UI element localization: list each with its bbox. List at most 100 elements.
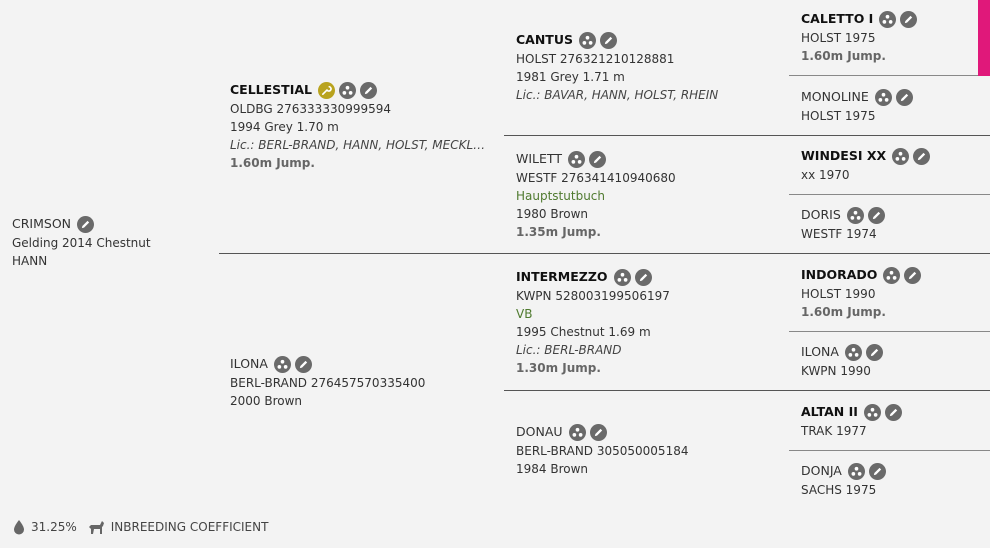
pedigree-tree-icon[interactable]: [273, 355, 291, 373]
edit-icon[interactable]: [600, 31, 617, 49]
pedigree-tree-icon[interactable]: [874, 88, 892, 106]
wrench-icon[interactable]: [318, 81, 336, 99]
dam-info: 2000 Brown: [230, 394, 303, 408]
edit-icon[interactable]: [294, 355, 312, 373]
dam-registration: BERL-BRAND 276457570335400: [230, 376, 426, 390]
divider-gp-3: [504, 390, 789, 391]
pedigree-tree-icon[interactable]: [579, 31, 596, 49]
edit-icon[interactable]: [913, 147, 931, 165]
gp-jump: 1.30m Jump.: [516, 361, 601, 375]
horse-icon: [88, 521, 104, 534]
pedigree-tree-icon[interactable]: [892, 147, 910, 165]
ggp-name[interactable]: DONJA: [801, 463, 842, 478]
sire-card: CELLESTIAL OLDBG 276333330999594 1994 Gr…: [230, 80, 488, 172]
divider-sire-dam: [219, 253, 504, 254]
inbreeding-percent: 31.25%: [31, 520, 77, 534]
edit-icon[interactable]: [865, 343, 883, 361]
gp-info: 1995 Chestnut 1.69 m: [516, 325, 651, 339]
divider-ggp-2: [789, 135, 990, 136]
sire-name[interactable]: CELLESTIAL: [230, 82, 313, 97]
edit-icon[interactable]: [360, 81, 378, 99]
gp-name[interactable]: INTERMEZZO: [516, 269, 608, 284]
gp-name[interactable]: DONAU: [516, 424, 563, 439]
divider-ggp-3: [789, 194, 990, 195]
pedigree-tree-icon[interactable]: [863, 403, 881, 421]
subject-horse: CRIMSON Gelding 2014 Chestnut HANN: [12, 214, 151, 270]
gp-card-wilett: WILETT WESTF 276341410940680 Hauptstutbu…: [516, 149, 676, 241]
gp-registration: BERL-BRAND 305050005184: [516, 444, 689, 458]
ggp-card-indorado: INDORADO HOLST 1990 1.60m Jump.: [801, 265, 922, 321]
ggp-card-caletto: CALETTO I HOLST 1975 1.60m Jump.: [801, 9, 918, 65]
inbreeding-label: INBREEDING COEFFICIENT: [110, 520, 269, 534]
ggp-card-monoline: MONOLINE HOLST 1975: [801, 87, 913, 125]
edit-icon[interactable]: [77, 215, 95, 233]
ggp-name[interactable]: ILONA: [801, 344, 839, 359]
edit-icon[interactable]: [884, 403, 902, 421]
horse-info: Gelding 2014 Chestnut: [12, 236, 151, 250]
ggp-card-donja: DONJA SACHS 1975: [801, 461, 886, 499]
edit-icon[interactable]: [904, 266, 922, 284]
edit-icon[interactable]: [900, 10, 918, 28]
ggp-info: HOLST 1990: [801, 287, 876, 301]
ggp-name[interactable]: WINDESI XX: [801, 148, 887, 163]
gp-name[interactable]: WILETT: [516, 151, 562, 166]
gp-card-donau: DONAU BERL-BRAND 305050005184 1984 Brown: [516, 422, 688, 478]
sire-info: 1994 Grey 1.70 m: [230, 120, 339, 134]
sire-licenses: Lic.: BERL-BRAND, HANN, HOLST, MECKL, OL…: [230, 138, 488, 152]
divider-gp-2: [504, 253, 789, 254]
pedigree-tree-icon[interactable]: [568, 423, 586, 441]
ggp-info: HOLST 1975: [801, 31, 876, 45]
gp-registration: KWPN 528003199506197: [516, 289, 670, 303]
pedigree-tree-icon[interactable]: [846, 206, 864, 224]
divider-ggp-6: [789, 390, 990, 391]
pedigree-tree-icon[interactable]: [567, 150, 585, 168]
pedigree-tree-icon[interactable]: [883, 266, 901, 284]
ggp-name[interactable]: DORIS: [801, 207, 841, 222]
inbreeding-footer: 31.25% INBREEDING COEFFICIENT: [12, 519, 268, 535]
divider-gp-1: [504, 135, 789, 136]
sire-jump: 1.60m Jump.: [230, 156, 315, 170]
drop-icon: [14, 520, 24, 535]
ggp-info: WESTF 1974: [801, 227, 877, 241]
edit-icon[interactable]: [895, 88, 913, 106]
edit-icon[interactable]: [588, 150, 606, 168]
edit-icon[interactable]: [867, 206, 885, 224]
gp-licenses: Lic.: BAVAR, HANN, HOLST, RHEIN: [516, 88, 719, 102]
divider-ggp-7: [789, 450, 990, 451]
edit-icon[interactable]: [634, 268, 652, 286]
gp-registration: HOLST 276321210128881: [516, 52, 675, 66]
sire-registration: OLDBG 276333330999594: [230, 102, 392, 116]
gp-info: 1980 Brown: [516, 207, 589, 221]
ggp-name[interactable]: CALETTO I: [801, 11, 874, 26]
pedigree-tree-icon[interactable]: [847, 462, 865, 480]
pedigree-tree-icon[interactable]: [339, 81, 357, 99]
pedigree-tree-icon[interactable]: [879, 10, 897, 28]
ggp-card-ilona: ILONA KWPN 1990: [801, 342, 883, 380]
gp-name[interactable]: CANTUS: [516, 32, 573, 47]
ggp-card-altan: ALTAN II TRAK 1977: [801, 402, 902, 440]
horse-breed: HANN: [12, 254, 48, 268]
gp-info: 1981 Grey 1.71 m: [516, 70, 625, 84]
gp-info: 1984 Brown: [516, 462, 589, 476]
divider-ggp-4: [789, 253, 990, 254]
ggp-jump: 1.60m Jump.: [801, 305, 886, 319]
pedigree-tree-icon[interactable]: [844, 343, 862, 361]
gp-jump: 1.35m Jump.: [516, 225, 601, 239]
gp-studbook: VB: [516, 307, 533, 321]
ggp-name[interactable]: ALTAN II: [801, 404, 858, 419]
ggp-info: HOLST 1975: [801, 109, 876, 123]
gp-card-cantus: CANTUS HOLST 276321210128881 1981 Grey 1…: [516, 30, 718, 104]
ggp-card-windesi: WINDESI XX xx 1970: [801, 146, 931, 184]
edit-icon[interactable]: [868, 462, 886, 480]
edit-icon[interactable]: [589, 423, 607, 441]
ggp-info: SACHS 1975: [801, 483, 877, 497]
ggp-name[interactable]: INDORADO: [801, 267, 878, 282]
gp-registration: WESTF 276341410940680: [516, 171, 676, 185]
horse-name[interactable]: CRIMSON: [12, 216, 72, 231]
ggp-info: KWPN 1990: [801, 364, 871, 378]
ggp-jump: 1.60m Jump.: [801, 49, 886, 63]
dam-name[interactable]: ILONA: [230, 356, 268, 371]
pedigree-tree-icon[interactable]: [613, 268, 631, 286]
gp-licenses: Lic.: BERL-BRAND: [516, 343, 622, 357]
ggp-name[interactable]: MONOLINE: [801, 89, 869, 104]
